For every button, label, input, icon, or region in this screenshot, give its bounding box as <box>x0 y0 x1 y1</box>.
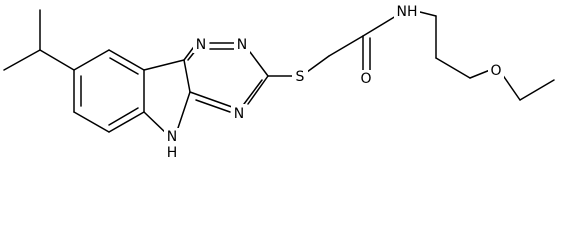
pyrrole-ring <box>143 59 191 136</box>
side-chain <box>267 11 555 101</box>
atom-n-triazine-right: N <box>237 37 247 53</box>
benzene-ring <box>73 49 145 133</box>
triazine-ring <box>183 42 269 113</box>
atom-s-thioether: S <box>296 69 305 85</box>
atom-o-carbonyl: O <box>360 71 371 87</box>
atom-n-indole: N <box>167 129 177 145</box>
atom-h-indole: H <box>167 145 178 161</box>
atom-n-triazine-left: N <box>196 37 206 53</box>
isopropyl-group <box>3 9 75 71</box>
atom-labels: N N N N H S O NH O <box>164 4 504 161</box>
chemical-structure-diagram: N N N N H S O NH O <box>3 4 555 161</box>
atom-n-triazine-bottom: N <box>234 106 244 122</box>
atom-o-ether: O <box>490 63 501 79</box>
atom-nh-amide: NH <box>397 4 418 20</box>
